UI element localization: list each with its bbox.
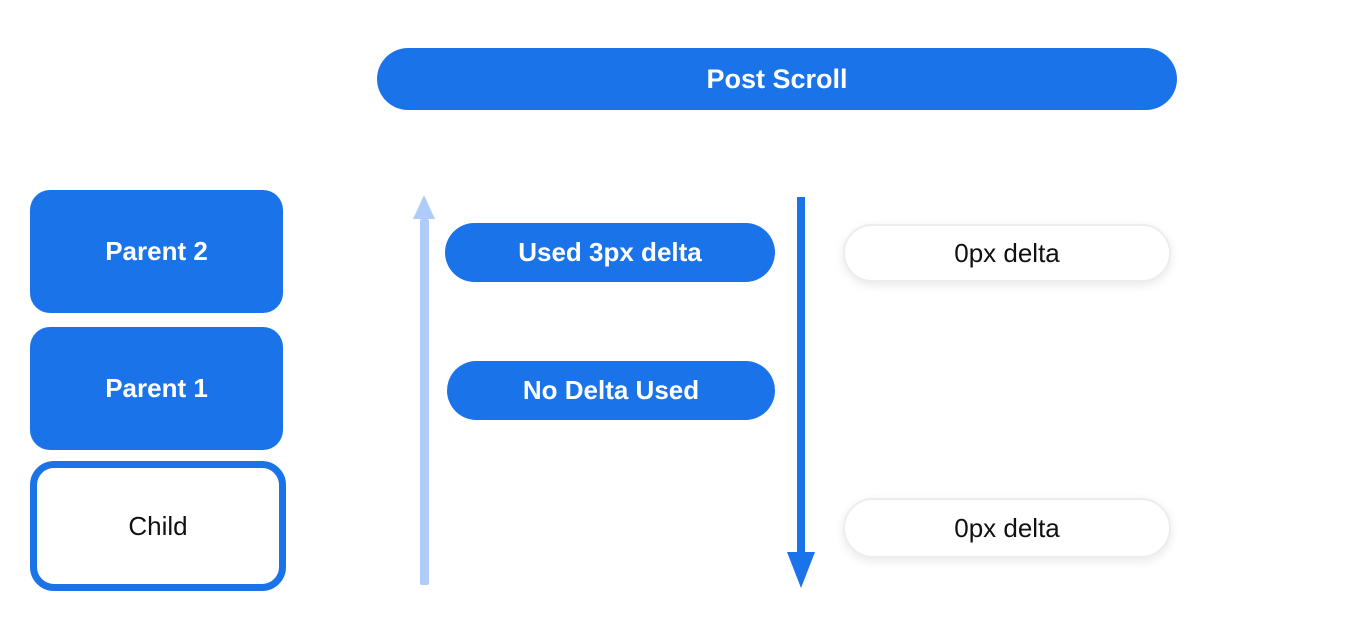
- parent2-box: Parent 2: [30, 190, 283, 313]
- post-scroll-header-pill: Post Scroll: [377, 48, 1177, 110]
- down-arrow-line: [797, 197, 805, 552]
- used-3px-delta-pill: Used 3px delta: [445, 223, 775, 282]
- no-delta-used-label: No Delta Used: [522, 375, 700, 405]
- zero-delta-bottom-pill: 0px delta: [843, 498, 1171, 558]
- no-delta-used-pill: No Delta Used: [447, 361, 775, 420]
- parent1-box: Parent 1: [30, 327, 283, 450]
- up-arrow-line: [419, 219, 429, 585]
- zero-delta-bottom-label: 0px delta: [954, 512, 1060, 543]
- zero-delta-top-pill: 0px delta: [843, 224, 1171, 282]
- child-label: Child: [128, 510, 188, 541]
- zero-delta-top-label: 0px delta: [954, 237, 1060, 268]
- down-arrow-head: [787, 552, 815, 588]
- child-box: Child: [30, 461, 286, 591]
- post-scroll-header-label: Post Scroll: [706, 63, 848, 94]
- up-arrow-head: [413, 195, 435, 219]
- up-arrow-icon: [410, 195, 438, 585]
- parent1-label: Parent 1: [105, 373, 208, 403]
- used-3px-delta-label: Used 3px delta: [518, 237, 702, 267]
- parent2-label: Parent 2: [105, 236, 208, 266]
- down-arrow-icon: [786, 197, 816, 588]
